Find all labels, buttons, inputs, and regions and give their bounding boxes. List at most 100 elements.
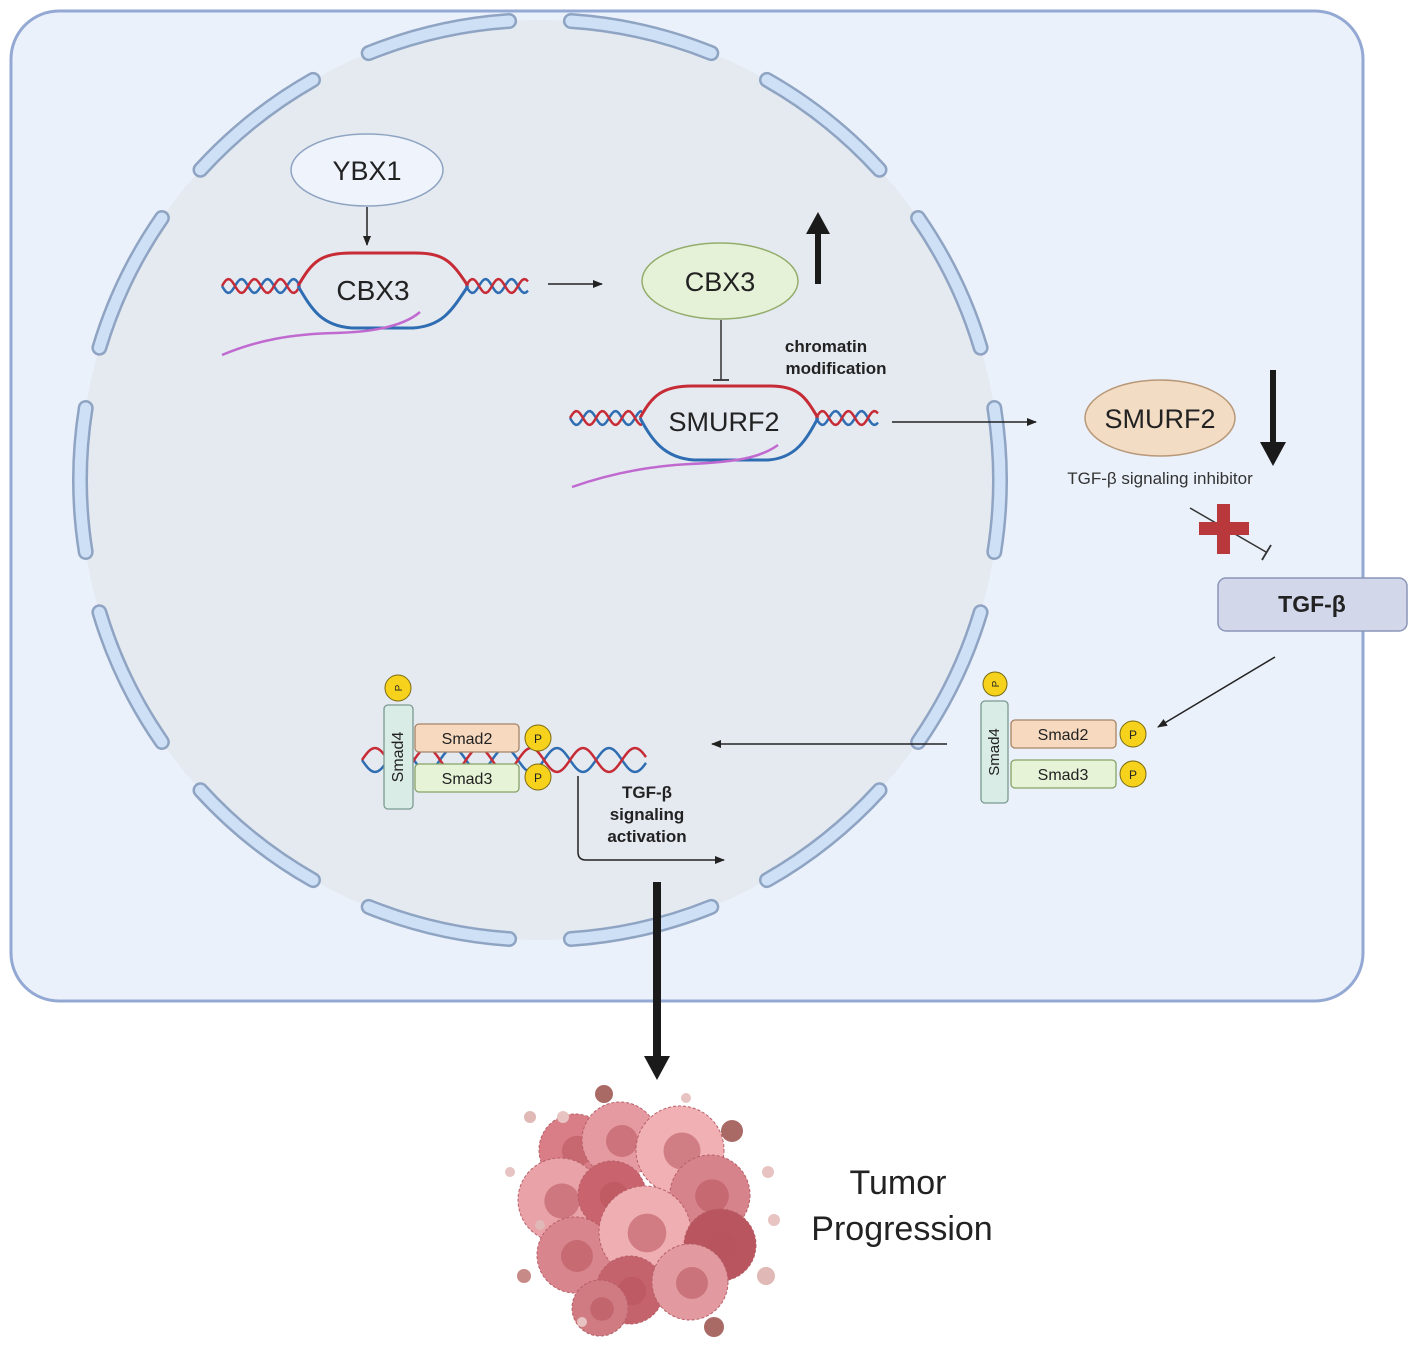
smad3-cyto-label: Smad3 [1038, 767, 1089, 784]
envelope-segment-inner [761, 74, 885, 176]
phospho-cyto-smad4 [982, 671, 1008, 697]
smurf2-protein [1084, 379, 1236, 457]
cytoplasm-smad-complex: Smad4 P Smad2 P Smad3 P [980, 671, 1147, 804]
nucleus-smad-complex: Smad4 P Smad2 P Smad3 P [383, 674, 552, 810]
cbx3-protein-label: CBX3 [685, 267, 756, 297]
tumor-particle [757, 1267, 775, 1285]
smad2-cyto-box [1010, 719, 1117, 749]
tumor-particle [557, 1111, 569, 1123]
activation-arrow [577, 776, 725, 864]
smad4-nuc-box [383, 704, 414, 810]
smad2-cyto-label: Smad2 [1038, 727, 1089, 744]
outcome-label-line2: Progression [811, 1210, 992, 1248]
cbx3-mrna [221, 311, 421, 357]
smurf2-mrna [571, 443, 779, 489]
phospho-nuc-smad3-label: P [534, 771, 542, 785]
smad3-nuc-box [414, 763, 520, 793]
tumor-particle [768, 1214, 780, 1226]
tumor-particle [704, 1317, 724, 1337]
phospho-cyto-smad4-label: P [991, 680, 1002, 687]
chromatin-up-arrowhead [806, 212, 830, 234]
dna-strand [568, 409, 643, 427]
tumor-particle [577, 1317, 587, 1327]
smad2-nuc-box [414, 723, 520, 753]
tgf-beta-label: TGF-β [1278, 591, 1346, 617]
cbx3-gene-dna [220, 277, 529, 295]
blocked-inhibition-bar [1261, 544, 1272, 561]
ybx1-protein [290, 133, 444, 207]
activation-label-line2: signaling [610, 805, 685, 824]
envelope-segment-inner [565, 15, 717, 59]
tumor-particle [762, 1166, 774, 1178]
tgf-inhibitor-label: TGF-β signaling inhibitor [1067, 469, 1253, 488]
block-cross [1199, 504, 1249, 554]
tumor-particle [595, 1085, 613, 1103]
phospho-nuc-smad2-label: P [534, 732, 542, 746]
dna-strand [464, 277, 529, 295]
envelope-segment-inner [912, 606, 987, 748]
envelope-segment-inner [988, 402, 1006, 558]
tumor-cell-nucleus [695, 1179, 729, 1213]
smurf2-gene-label: SMURF2 [668, 407, 779, 437]
smad3-nuc-label: Smad3 [442, 771, 493, 788]
tumor-cell-nucleus [627, 1213, 667, 1253]
smad4-cyto-label: Smad4 [986, 728, 1003, 776]
chromatin-label-line2: modification [785, 359, 886, 378]
tgf-beta-box [1217, 577, 1408, 632]
phospho-cyto-smad2-label: P [1129, 728, 1137, 742]
tumor-cell-nucleus [544, 1183, 580, 1219]
nuclear-envelope [72, 13, 1008, 947]
activation-label-line1: TGF-β [622, 783, 672, 802]
dna-strand [814, 409, 879, 427]
envelope-segment-inner [761, 784, 885, 886]
tumor-cell-nucleus [676, 1267, 708, 1299]
tumor-cell-nucleus [561, 1240, 593, 1272]
envelope-segment-inner [74, 402, 92, 558]
tumor-particle [505, 1167, 515, 1177]
smad4-nuc-label: Smad4 [390, 732, 407, 783]
tumor-particle [681, 1093, 691, 1103]
dna-strand [568, 409, 643, 427]
envelope-segment-inner [912, 212, 987, 354]
envelope-segment-inner [93, 606, 168, 748]
tumor-particle [721, 1120, 743, 1142]
phospho-cyto-smad2 [1119, 720, 1147, 748]
chromatin-label-line1: chromatin [785, 337, 867, 356]
cbx3-protein [641, 242, 799, 320]
envelope-segment-inner [195, 74, 319, 176]
phospho-cyto-smad3-label: P [1129, 768, 1137, 782]
smad4-cyto-box [980, 700, 1009, 804]
tumor-cluster-illustration [505, 1085, 780, 1337]
phospho-nuc-smad4-label: P [394, 684, 405, 691]
phospho-nuc-smad3 [524, 763, 552, 791]
tumor-cell-nucleus [606, 1125, 638, 1157]
tumor-particle [524, 1111, 536, 1123]
smad2-nuc-label: Smad2 [442, 731, 493, 748]
smurf2-down-arrowhead [1260, 442, 1286, 466]
tgf-to-smad-arrow [1157, 656, 1276, 728]
smurf2-gene-dna [568, 409, 879, 427]
phospho-nuc-smad2 [524, 724, 552, 752]
phospho-cyto-smad3 [1119, 760, 1147, 788]
dna-strand [220, 277, 302, 295]
smurf2-protein-label: SMURF2 [1104, 404, 1215, 434]
envelope-segment-inner [363, 901, 515, 945]
cbx3-gene-label: CBX3 [336, 275, 409, 306]
outcome-label-line1: Tumor [850, 1164, 947, 1202]
tumor-cell-nucleus [590, 1297, 614, 1321]
nucleus [80, 20, 1000, 940]
tumor-particle [517, 1269, 531, 1283]
envelope-segment-inner [565, 901, 717, 945]
tumor-progression-arrowhead [644, 1056, 670, 1080]
phospho-nuc-smad4 [384, 674, 412, 702]
tumor-particle [535, 1220, 545, 1230]
envelope-segment-inner [363, 15, 515, 59]
smad3-cyto-box [1010, 759, 1117, 789]
cbx3-gene-bubble-top [296, 251, 470, 287]
envelope-segment-inner [93, 212, 168, 354]
activation-label-line3: activation [607, 827, 686, 846]
smurf2-gene-bubble-top [638, 384, 820, 419]
ybx1-label: YBX1 [332, 156, 401, 186]
